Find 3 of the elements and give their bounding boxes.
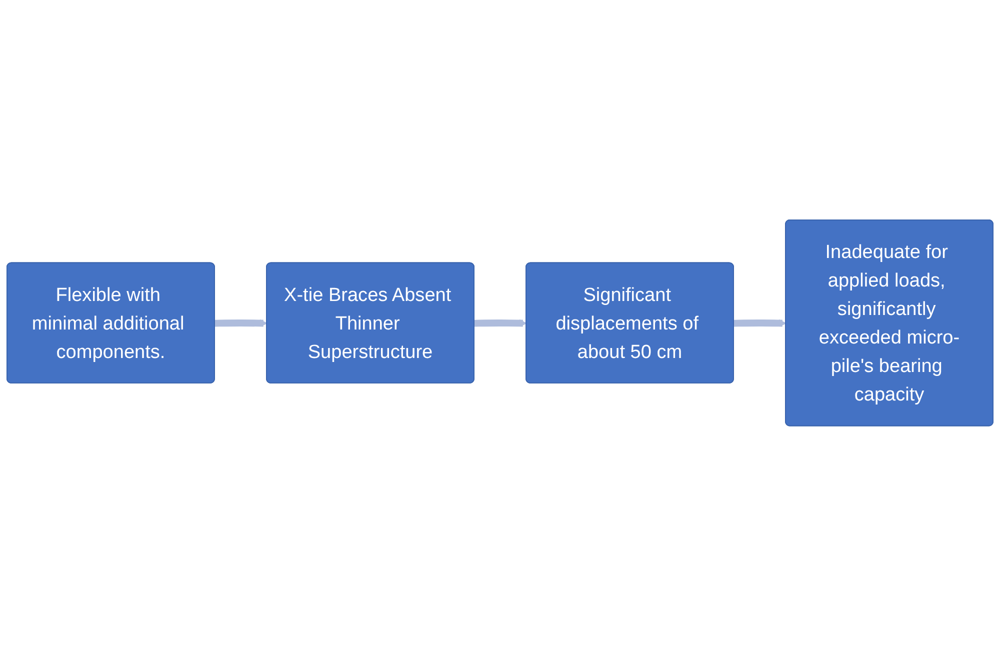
arrow bbox=[214, 319, 268, 327]
arrow bbox=[474, 319, 527, 327]
arrow bbox=[734, 319, 786, 327]
